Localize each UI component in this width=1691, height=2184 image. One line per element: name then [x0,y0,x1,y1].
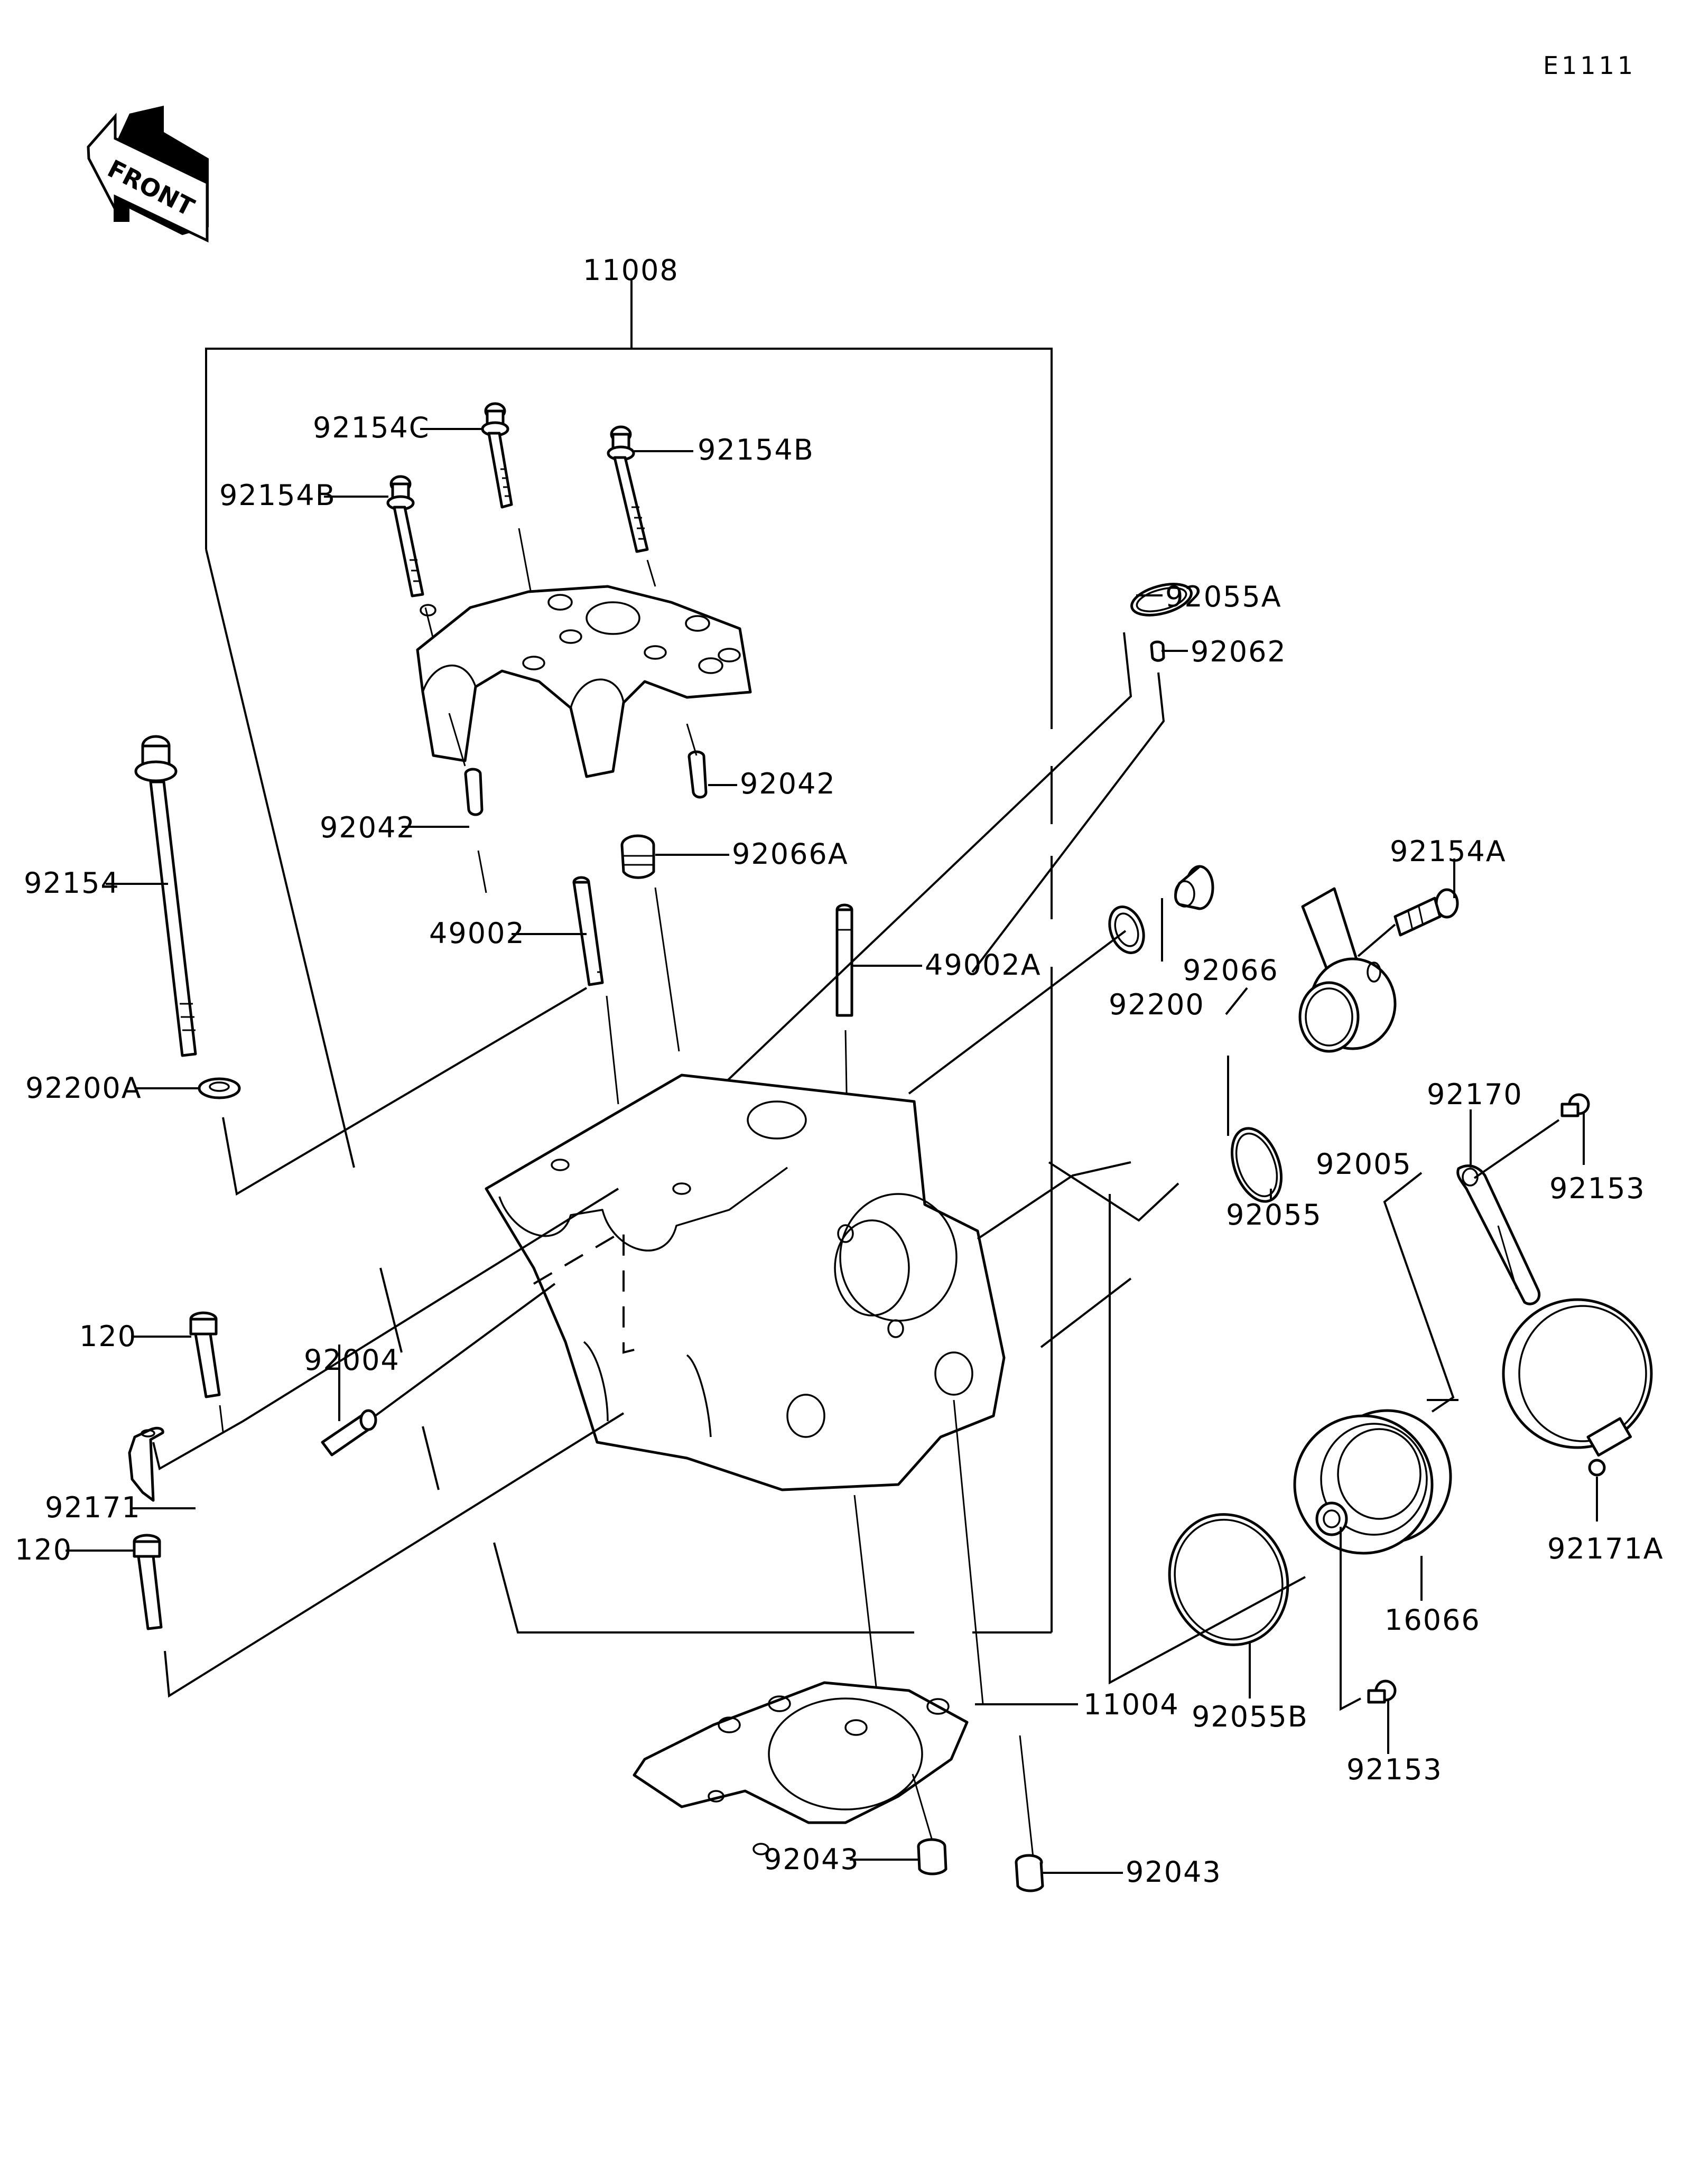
plug-92066[interactable] [1174,865,1214,910]
svg-text:92055B: 92055B [1192,1700,1308,1733]
label-92153-bottom: 92153 [1346,1753,1443,1786]
svg-text:92200A: 92200A [25,1071,142,1105]
bolt-92153-top[interactable] [1560,1093,1590,1117]
label-92043-left: 92043 [764,1843,918,1876]
svg-text:92171: 92171 [45,1491,141,1524]
svg-text:92154C: 92154C [313,411,430,444]
label-92043-right: 92043 [1043,1855,1222,1889]
socket-bolt-120-bottom[interactable] [133,1534,163,1630]
label-11004: 11004 [1083,1688,1179,1721]
label-92154C: 92154C [313,411,484,444]
washer-92200[interactable] [1103,902,1149,957]
svg-text:16066: 16066 [1385,1603,1481,1637]
label-92066: 92066 [1183,954,1279,987]
svg-text:92043: 92043 [764,1843,860,1876]
svg-text:92062: 92062 [1191,635,1287,668]
label-49002: 49002 [429,917,587,950]
label-92171: 92171 [45,1491,196,1524]
label-92170: 92170 [1427,1078,1523,1111]
label-11008: 11008 [583,254,679,287]
label-16066: 16066 [1385,1603,1481,1637]
svg-text:11008: 11008 [583,254,679,287]
svg-text:92154B: 92154B [219,479,336,512]
label-92154B-right: 92154B [634,433,814,466]
svg-text:92154A: 92154A [1390,835,1507,868]
svg-text:92154: 92154 [24,866,120,900]
svg-text:92005: 92005 [1316,1147,1412,1181]
svg-text:92004: 92004 [304,1343,400,1377]
svg-text:92200: 92200 [1109,988,1205,1021]
label-120-top: 120 [79,1320,191,1353]
svg-text:92042: 92042 [320,811,416,844]
label-120-bottom: 120 [15,1533,135,1566]
svg-text:92153: 92153 [1549,1172,1646,1205]
svg-text:92066A: 92066A [732,837,849,871]
label-92200A: 92200A [25,1071,198,1105]
o-ring-92055B[interactable] [1151,1498,1306,1662]
svg-text:120: 120 [79,1320,137,1353]
plug-92066A[interactable] [620,834,655,879]
assembly-bracket-11008 [205,279,1053,1634]
label-92154A: 92154A [1390,835,1507,868]
svg-text:92066: 92066 [1183,954,1279,987]
socket-bolt-120-top[interactable] [189,1311,221,1398]
label-92062: 92062 [1162,635,1287,668]
fitting-92005[interactable] [1298,887,1397,1053]
label-92171A: 92171A [1547,1532,1664,1565]
svg-text:49002: 49002 [429,917,525,950]
svg-text:92171A: 92171A [1547,1532,1664,1565]
plug-92062[interactable] [1150,640,1165,662]
dowel-pin-92042-right[interactable] [687,750,708,799]
bolt-92154C[interactable] [481,402,513,509]
figure-code: E1111 [1543,51,1636,80]
dowel-pin-92042-left[interactable] [464,768,484,816]
valve-guide-49002A[interactable] [835,903,853,1017]
head-gasket-11004[interactable] [633,1681,969,1855]
bolt-92154B-left[interactable] [386,475,424,598]
label-92005: 92005 [1316,1147,1412,1181]
bolt-92154B-right[interactable] [607,425,649,553]
svg-text:120: 120 [15,1533,72,1566]
cylinder-head [485,1074,1006,1491]
svg-text:49002A: 49002A [925,948,1042,982]
svg-text:92170: 92170 [1427,1078,1523,1111]
holder-16066[interactable] [1293,1409,1452,1555]
label-92055A: 92055A [1136,580,1282,613]
valve-guide-49002[interactable] [572,876,604,986]
o-ring-92055[interactable] [1223,1122,1290,1208]
band-clamp-92171A[interactable] [1502,1298,1653,1477]
front-arrow-icon: FRONT [87,106,209,242]
stud-92004[interactable] [321,1409,377,1457]
label-92042-right: 92042 [708,767,836,800]
svg-text:11004: 11004 [1083,1688,1179,1721]
svg-text:92042: 92042 [740,767,836,800]
bolt-92154A[interactable] [1393,888,1459,937]
svg-text:92055A: 92055A [1165,580,1282,613]
bolt-92153-bottom[interactable] [1367,1679,1397,1704]
washer-92200A[interactable] [198,1077,241,1099]
clamp-92170[interactable] [1456,1164,1541,1305]
label-92004: 92004 [304,1343,400,1377]
label-92042-left: 92042 [320,811,469,844]
label-92055: 92055 [1226,1189,1322,1231]
svg-text:92043: 92043 [1126,1855,1222,1889]
label-92153-top: 92153 [1549,1172,1646,1205]
dowel-pin-92043-left[interactable] [917,1838,947,1875]
svg-text:92154B: 92154B [698,433,814,466]
svg-text:92153: 92153 [1346,1753,1443,1786]
label-92154: 92154 [24,866,168,900]
label-92200: 92200 [1109,988,1205,1021]
camshaft-holder [416,585,752,778]
label-49002A: 49002A [852,948,1042,982]
dowel-pin-92043-right[interactable] [1015,1854,1044,1892]
o-ring-92055A[interactable] [1128,578,1195,621]
long-bolt-92154[interactable] [134,735,197,1057]
label-92154B-left: 92154B [219,479,388,512]
svg-text:92055: 92055 [1226,1198,1322,1231]
label-92066A: 92066A [655,837,849,871]
wire-clamp-92171[interactable] [128,1426,164,1502]
label-92055B: 92055B [1192,1700,1308,1733]
